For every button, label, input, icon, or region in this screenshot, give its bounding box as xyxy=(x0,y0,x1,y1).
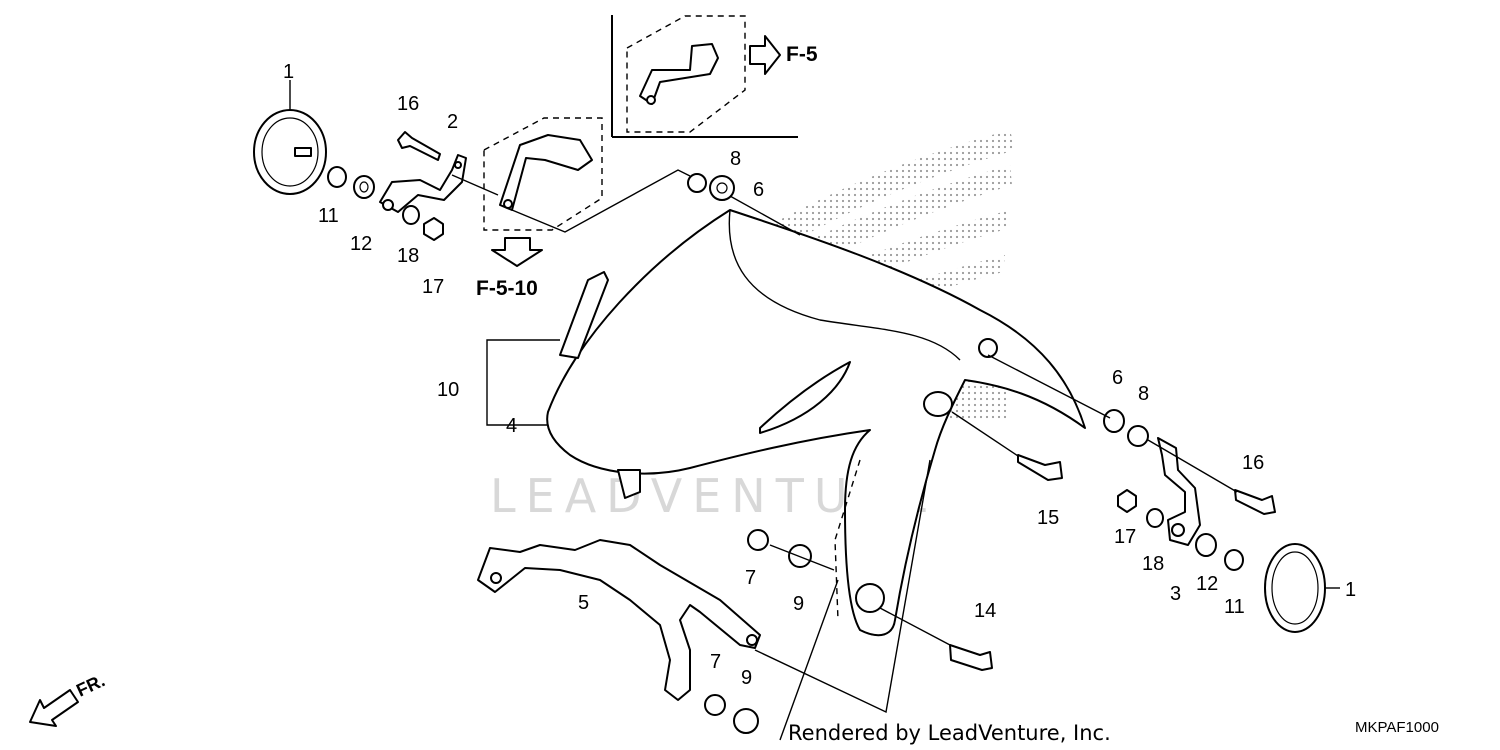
bracket-2 xyxy=(379,154,467,213)
credit-text: Rendered by LeadVenture, Inc. xyxy=(788,721,1111,745)
leader-lines xyxy=(451,169,1340,741)
collar-7-upper xyxy=(747,529,769,551)
arrow-down-icon xyxy=(491,237,543,267)
ref-f5: F-5 xyxy=(786,43,818,66)
label-15: 15 xyxy=(1037,507,1059,529)
label-6-top: 6 xyxy=(753,179,764,201)
label-18-left: 18 xyxy=(397,245,419,267)
inset-frame xyxy=(611,15,798,138)
label-7-upper: 7 xyxy=(745,567,756,589)
front-indicator: FR. xyxy=(73,670,108,700)
diagram-code: MKPAF1000 xyxy=(1355,719,1439,736)
label-5: 5 xyxy=(578,592,589,614)
label-6-right: 6 xyxy=(1112,367,1123,389)
label-7-lower: 7 xyxy=(710,651,721,673)
nut-17-left xyxy=(423,217,444,241)
fender-slot xyxy=(759,361,851,434)
fender-mount-hole-lower xyxy=(855,583,885,613)
label-1-right: 1 xyxy=(1345,579,1356,601)
front-arrow-icon xyxy=(29,689,79,727)
label-17-left: 17 xyxy=(422,276,444,298)
cap-left xyxy=(253,109,327,195)
label-8-right: 8 xyxy=(1138,383,1149,405)
bolt-16-left xyxy=(397,131,441,161)
label-17-right: 17 xyxy=(1114,526,1136,548)
grommet-6-right xyxy=(1103,409,1125,433)
ref-f5-10: F-5-10 xyxy=(476,277,538,300)
nut-11-right xyxy=(1224,549,1244,571)
washer-18-left xyxy=(402,205,420,225)
collar-7-lower xyxy=(704,694,726,716)
label-8-top: 8 xyxy=(730,148,741,170)
fender-tab xyxy=(617,469,641,499)
bolt-16-right xyxy=(1234,489,1276,515)
protector-10 xyxy=(559,271,609,359)
stay-bracket xyxy=(499,134,593,211)
label-12-right: 12 xyxy=(1196,573,1218,595)
collar-8-right xyxy=(1127,425,1149,447)
label-18-right: 18 xyxy=(1142,553,1164,575)
label-4: 4 xyxy=(506,415,517,437)
stay-inset-frame xyxy=(483,117,603,231)
label-1-left: 1 xyxy=(283,61,294,83)
label-16-right: 16 xyxy=(1242,452,1264,474)
washer-18-right xyxy=(1146,508,1164,528)
label-3: 3 xyxy=(1170,583,1181,605)
bolt-14 xyxy=(949,644,993,671)
part-labels: 1 16 2 11 12 18 17 8 6 10 4 6 8 16 15 17… xyxy=(283,61,1356,689)
washer-12-left xyxy=(353,175,375,199)
fender-stay-5 xyxy=(477,539,761,701)
label-12-left: 12 xyxy=(350,233,372,255)
nut-11-left xyxy=(327,166,347,188)
grommet-rear-upper xyxy=(978,338,998,358)
bolt-15 xyxy=(1017,454,1063,481)
label-11-left: 11 xyxy=(318,205,339,227)
label-9-lower: 9 xyxy=(741,667,752,689)
grommet-9-lower xyxy=(733,708,759,734)
label-14: 14 xyxy=(974,600,996,622)
label-10: 10 xyxy=(437,379,459,401)
washer-12-right xyxy=(1195,533,1217,557)
grommet-6-top xyxy=(709,175,735,201)
nut-17-right xyxy=(1117,489,1137,513)
label-11-right: 11 xyxy=(1224,596,1245,618)
label-2: 2 xyxy=(447,111,458,133)
bracket-3 xyxy=(1157,437,1201,546)
label-9-upper: 9 xyxy=(793,593,804,615)
collar-8-top xyxy=(687,173,707,193)
fender-mount-hole-upper xyxy=(923,391,953,417)
cap-right xyxy=(1264,543,1326,633)
front-fender-4 xyxy=(546,209,1086,637)
arrow-right-icon xyxy=(749,35,781,75)
label-16-left: 16 xyxy=(397,93,419,115)
fender-edge-line xyxy=(728,209,961,361)
